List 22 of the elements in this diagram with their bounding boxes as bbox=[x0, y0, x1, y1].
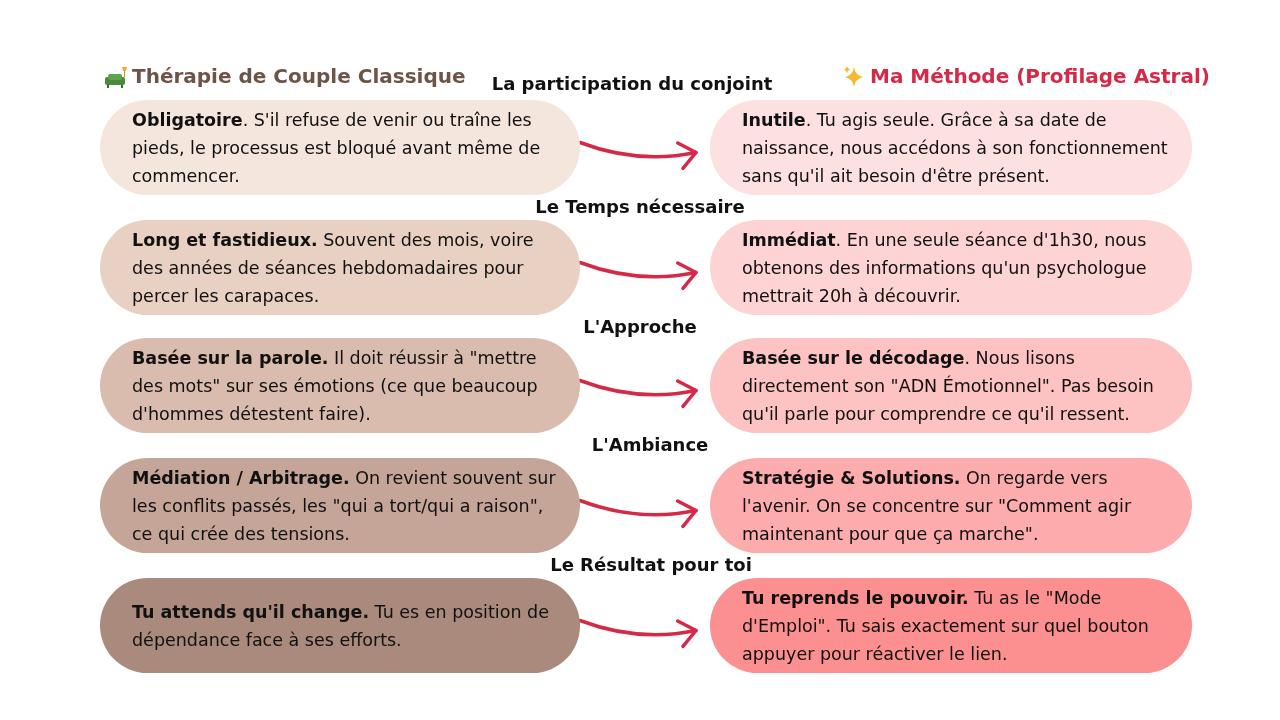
comparison-pill: Médiation / Arbitrage. On revient souvent sur les conflits passés, les "qui a tort/qui a raison", ce qui crée des tensions. bbox=[100, 458, 580, 553]
row-heading: La participation du conjoint bbox=[491, 73, 773, 94]
comparison-pill: Obligatoire. S'il refuse de venir ou traîne les pieds, le processus est bloqué avant même de commencer. bbox=[100, 100, 580, 195]
curved-arrow bbox=[578, 140, 698, 170]
curved-arrow bbox=[578, 498, 698, 528]
comparison-pill: Inutile. Tu agis seule. Grâce à sa date de naissance, nous accédons à son fonctionnement sans qu'il ait besoin d'être présent. bbox=[710, 100, 1192, 195]
column-heading: Thérapie de Couple Classique bbox=[132, 64, 466, 88]
comparison-pill: Tu attends qu'il change. Tu es en position de dépendance face à ses efforts. bbox=[100, 578, 580, 673]
comparison-pill: Long et fastidieux. Souvent des mois, voire des années de séances hebdomadaires pour percer les carapaces. bbox=[100, 220, 580, 315]
comparison-pill: Stratégie & Solutions. On regarde vers l'avenir. On se concentre sur "Comment agir maintenant pour que ça marche". bbox=[710, 458, 1192, 553]
column-heading: Ma Méthode (Profilage Astral) bbox=[870, 64, 1210, 88]
curved-arrow bbox=[578, 260, 698, 290]
curved-arrow bbox=[578, 618, 698, 648]
comparison-pill: Immédiat. En une seule séance d'1h30, nous obtenons des informations qu'un psychologue mettrait 20h à découvrir. bbox=[710, 220, 1192, 315]
row-heading: L'Approche bbox=[583, 316, 697, 337]
curved-arrow bbox=[578, 378, 698, 408]
row-heading: L'Ambiance bbox=[591, 434, 709, 455]
comparison-pill: Basée sur la parole. Il doit réussir à "mettre des mots" sur ses émotions (ce que beaucoup d'hommes détestent faire). bbox=[100, 338, 580, 433]
row-heading: Le Résultat pour toi bbox=[550, 554, 752, 575]
row-heading: Le Temps nécessaire bbox=[535, 196, 745, 217]
comparison-pill: Tu reprends le pouvoir. Tu as le "Mode d'Emploi". Tu sais exactement sur quel bouton appuyer pour réactiver le lien. bbox=[710, 578, 1192, 673]
comparison-pill: Basée sur le décodage. Nous lisons directement son "ADN Émotionnel". Pas besoin qu'il parle pour comprendre ce qu'il ressent. bbox=[710, 338, 1192, 433]
